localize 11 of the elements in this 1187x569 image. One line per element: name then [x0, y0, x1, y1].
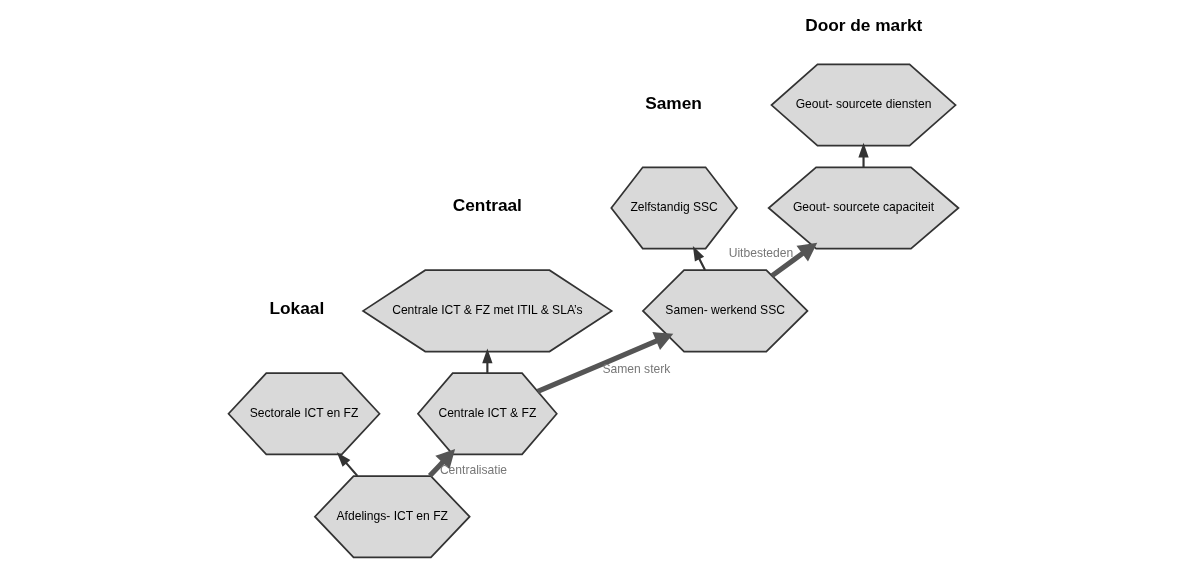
arrow — [770, 242, 818, 278]
label: Samen — [645, 92, 702, 113]
edge-label: Centralisatie — [439, 463, 508, 478]
label: Centraal — [452, 195, 522, 216]
arrow — [427, 448, 456, 478]
edge-label: Samen sterk — [602, 362, 671, 377]
label: Door de markt — [805, 14, 923, 35]
arrow — [858, 142, 869, 168]
arrow — [536, 332, 674, 394]
label: Lokaal — [269, 298, 325, 319]
arrow — [336, 452, 359, 477]
